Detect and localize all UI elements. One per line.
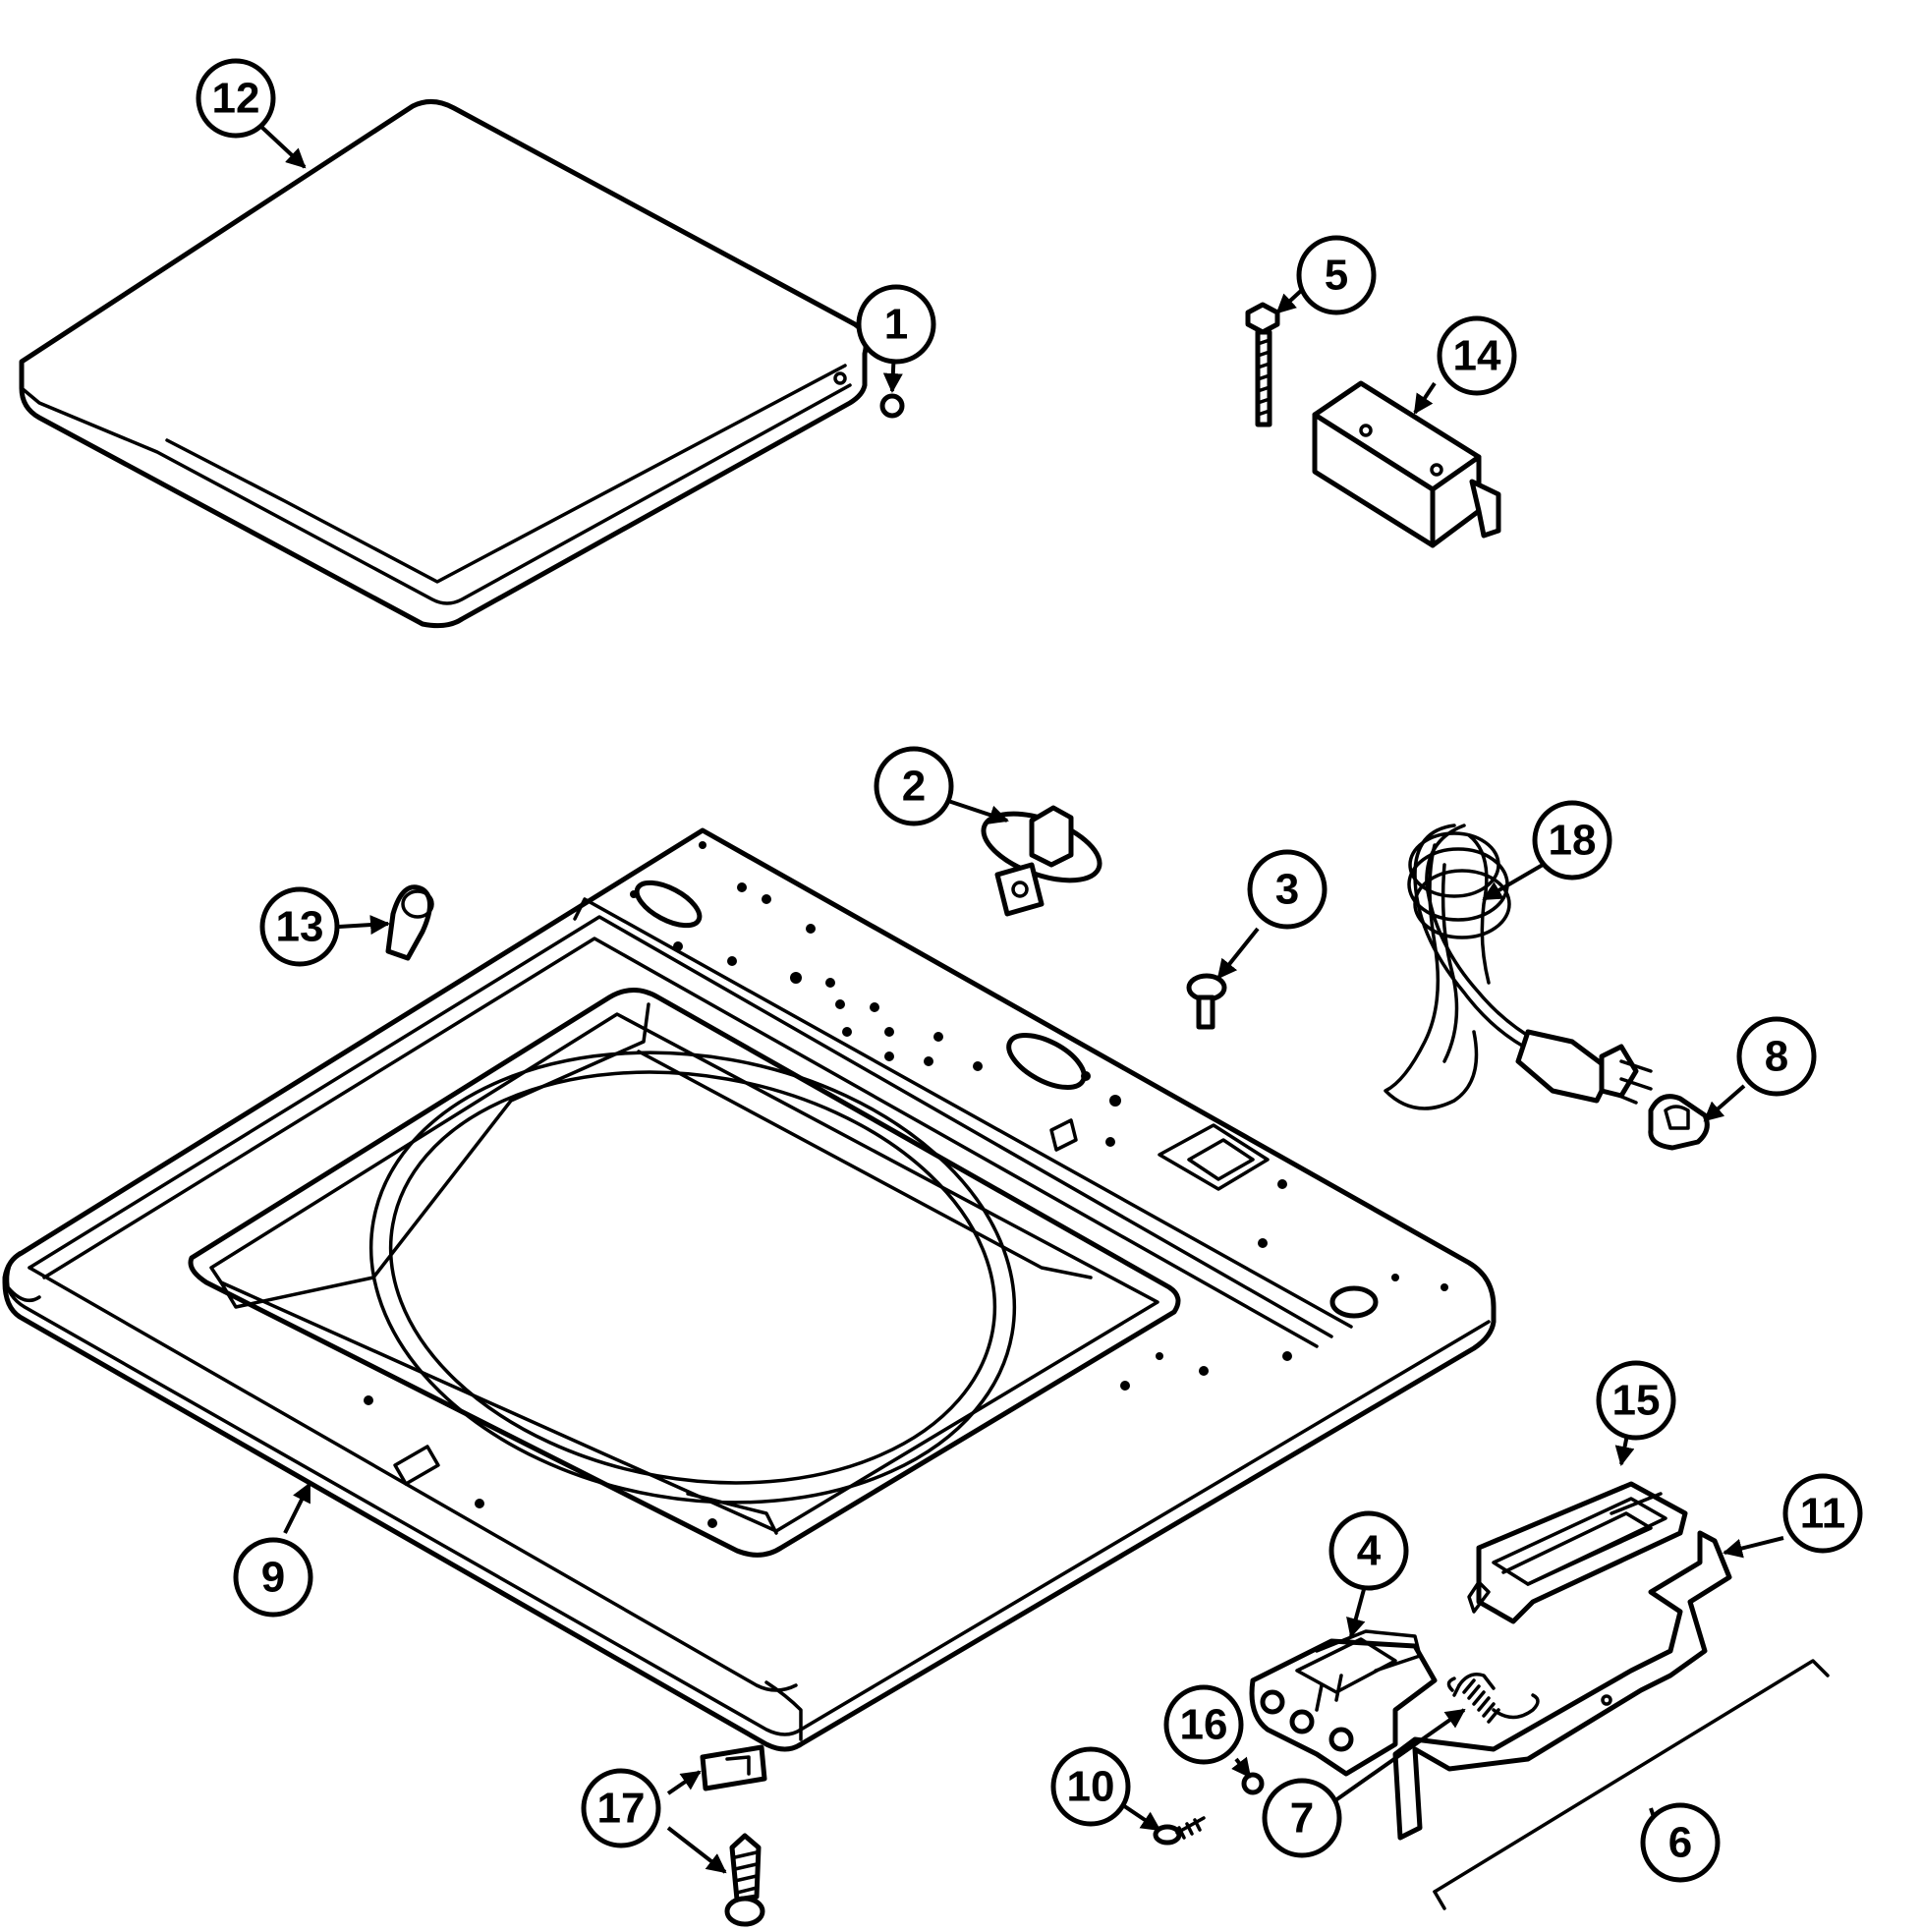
- washer-part: [1241, 1772, 1265, 1795]
- svg-text:10: 10: [1067, 1763, 1115, 1811]
- kit-bracket-line: [1433, 1659, 1830, 1910]
- svg-text:11: 11: [1800, 1490, 1846, 1538]
- callout-6: 6: [1640, 1802, 1721, 1883]
- screw-part: [1153, 1816, 1206, 1846]
- callout-13: 13: [259, 886, 340, 967]
- bolt-part: [1245, 302, 1280, 427]
- clip-part: [1648, 1094, 1710, 1151]
- switch-bracket-part: [1249, 1629, 1438, 1777]
- svg-text:7: 7: [1290, 1794, 1314, 1843]
- power-cord-part: [1384, 824, 1653, 1110]
- callout-11: 11: [1782, 1473, 1863, 1554]
- callout-3: 3: [1247, 849, 1328, 930]
- clip-screw-part: [700, 1744, 767, 1927]
- actuator-part: [1467, 1481, 1688, 1624]
- callout-18: 18: [1532, 800, 1612, 881]
- bumper-part: [879, 393, 905, 419]
- svg-text:2: 2: [902, 763, 926, 811]
- leader-lines: [258, 124, 1784, 1874]
- callout-4: 4: [1328, 1510, 1409, 1591]
- svg-text:9: 9: [261, 1554, 285, 1602]
- svg-text:14: 14: [1453, 332, 1501, 380]
- callout-9: 9: [233, 1537, 313, 1618]
- svg-text:12: 12: [212, 75, 260, 123]
- screw-plug-part: [1186, 973, 1227, 1030]
- callout-5: 5: [1296, 235, 1377, 315]
- svg-text:6: 6: [1668, 1819, 1692, 1867]
- top-cover-part: [2, 827, 1497, 1752]
- svg-text:3: 3: [1275, 866, 1299, 914]
- svg-text:4: 4: [1357, 1527, 1382, 1575]
- callout-17: 17: [581, 1768, 661, 1848]
- callout-2: 2: [874, 746, 954, 826]
- callout-15: 15: [1596, 1360, 1676, 1441]
- switch-box-part: [1312, 380, 1501, 548]
- spring-part: [1446, 1673, 1540, 1724]
- lid-part: [19, 99, 869, 629]
- callout-16: 16: [1163, 1684, 1244, 1765]
- callout-8: 8: [1736, 1016, 1817, 1097]
- callout-1: 1: [856, 284, 936, 365]
- callout-12: 12: [196, 58, 276, 139]
- latch-part: [981, 805, 1102, 917]
- svg-text:1: 1: [884, 301, 908, 349]
- svg-text:15: 15: [1612, 1377, 1661, 1425]
- plug-cap-part: [385, 884, 434, 961]
- svg-text:16: 16: [1180, 1701, 1228, 1749]
- svg-text:5: 5: [1325, 252, 1348, 300]
- callout-7: 7: [1262, 1778, 1342, 1858]
- svg-text:18: 18: [1549, 817, 1597, 865]
- svg-text:8: 8: [1765, 1033, 1788, 1081]
- svg-text:13: 13: [276, 903, 324, 951]
- svg-text:17: 17: [597, 1785, 646, 1833]
- callout-10: 10: [1050, 1746, 1131, 1827]
- callout-14: 14: [1437, 315, 1517, 396]
- rod-bracket-part: [1392, 1530, 1732, 1841]
